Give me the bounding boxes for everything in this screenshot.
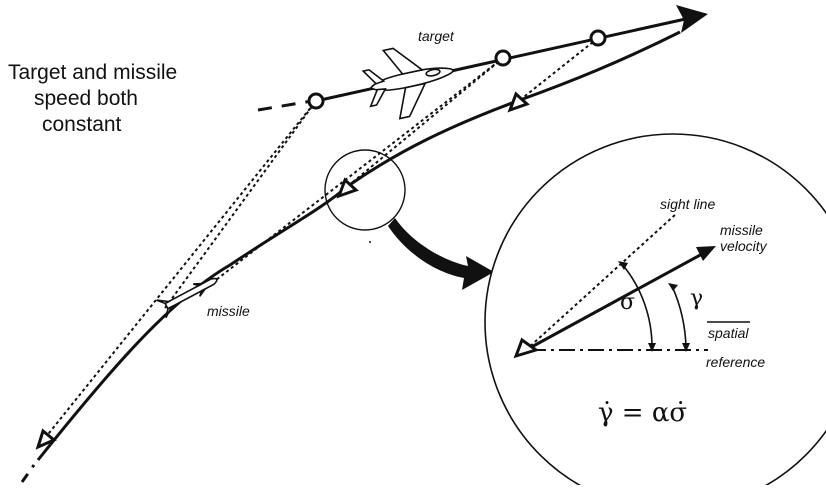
target-position-marker — [307, 92, 325, 110]
target-position-marker — [494, 49, 512, 67]
spatial-reference-label-line-2: reference — [706, 354, 766, 370]
inset-sight-line — [525, 213, 677, 351]
sigma-arc-arrowhead-top — [618, 261, 628, 270]
caption-line-1: Target and missile — [8, 61, 178, 84]
zoom-arrow-icon — [388, 218, 494, 290]
target-label: target — [418, 28, 454, 44]
target-path-dashed — [257, 99, 313, 112]
inset-missile-marker — [513, 337, 540, 359]
missile-position-marker — [35, 428, 57, 450]
target-aircraft-icon — [361, 47, 454, 120]
caption-line-2: speed both — [34, 87, 138, 110]
caption-line-3: constant — [42, 113, 122, 136]
missile-velocity-label-line-2: velocity — [720, 238, 767, 254]
missile-label: missile — [207, 303, 250, 319]
gamma-arc-arrowhead-bottom — [682, 343, 690, 352]
missile-path-dashed — [20, 464, 36, 483]
sight-line-label: sight line — [660, 196, 716, 212]
gamma-angle-label: γ — [690, 286, 704, 311]
sigma-arc-arrowhead-bottom — [648, 343, 656, 352]
inset-missile-velocity-vector — [525, 252, 703, 352]
missile-icon — [156, 277, 218, 319]
inset-velocity-arrowhead — [696, 246, 716, 261]
sigma-angle-arc — [621, 263, 653, 349]
inset-circle — [484, 133, 826, 490]
sigma-angle-label: σ — [620, 290, 636, 315]
sight-lines — [44, 37, 599, 439]
missile-velocity-label-line-1: missile — [720, 222, 763, 238]
gamma-arc-arrowhead-top — [668, 283, 678, 291]
guidance-law-equation: γ̇ = ασ̇ — [598, 398, 688, 428]
spatial-reference-label-line-1: spatial — [708, 325, 749, 341]
target-path-arrowhead — [676, 5, 708, 33]
target-position-marker — [589, 29, 607, 47]
missile-position-marker — [336, 177, 359, 199]
stray-dot — [369, 241, 371, 243]
missile-position-marker — [507, 91, 530, 113]
magnifier-circle — [324, 149, 406, 231]
